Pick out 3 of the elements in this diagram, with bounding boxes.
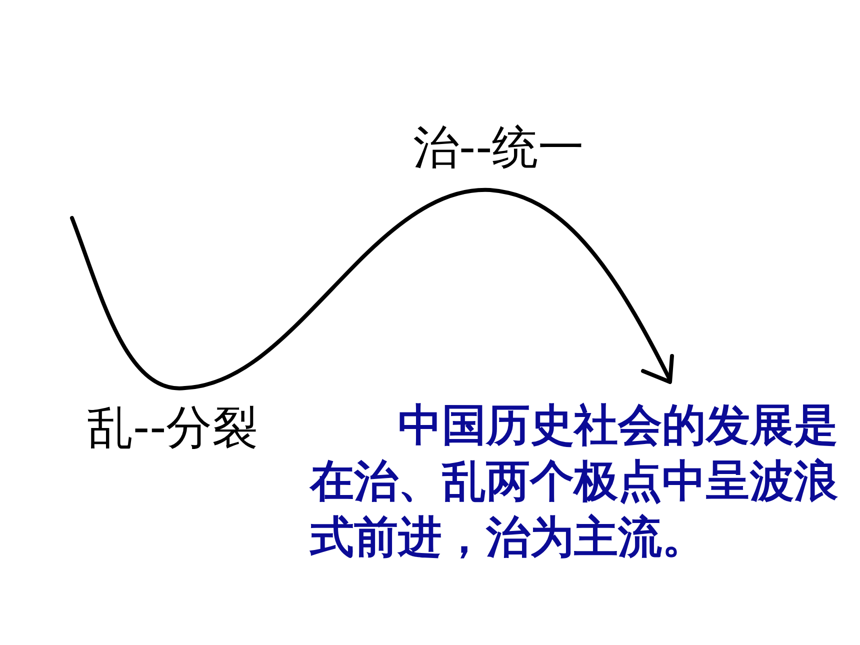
summary-paragraph: 中国历史社会的发展是在治、乱两个极点中呈波浪式前进，治为主流。: [310, 399, 839, 565]
trough-label: 乱--分裂: [87, 402, 258, 453]
peak-label: 治--统一: [413, 122, 584, 173]
